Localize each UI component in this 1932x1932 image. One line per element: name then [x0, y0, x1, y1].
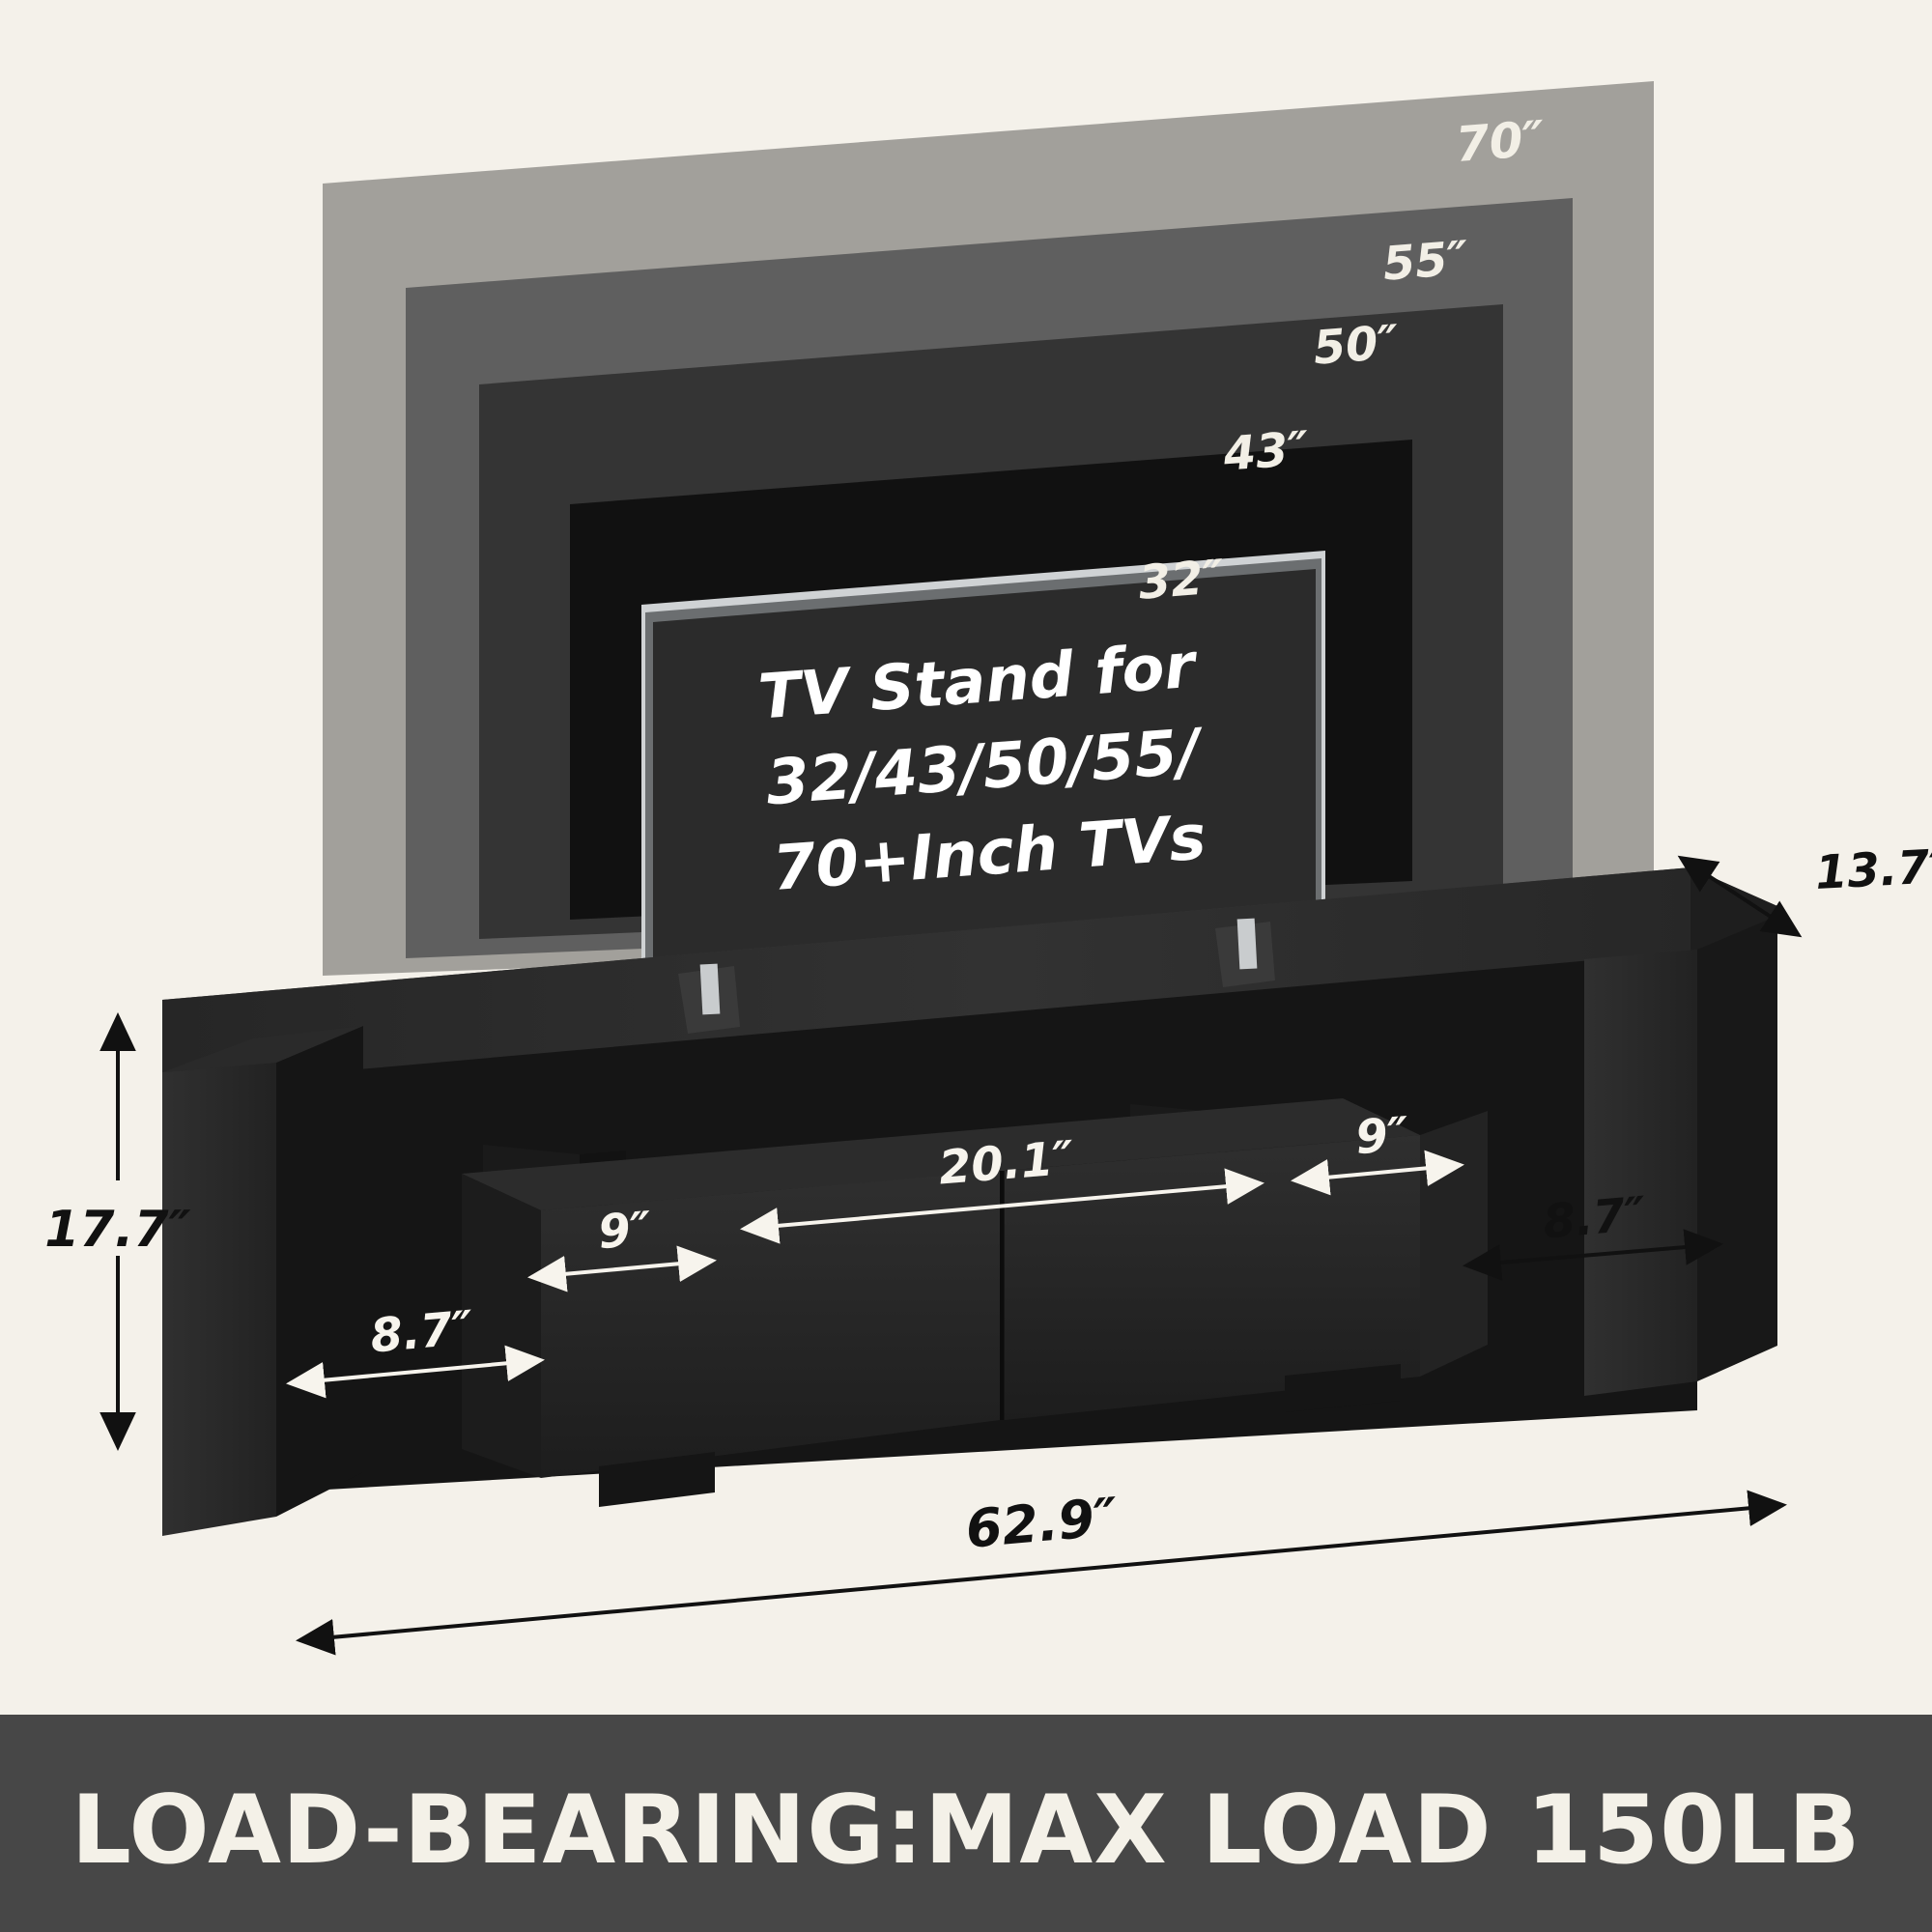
cabinet-right-side: [1420, 1111, 1488, 1377]
dimension-depth-label: 13.7″: [1814, 839, 1932, 900]
dimension-left-shelf-depth-label: 8.7″: [368, 1300, 476, 1363]
tv-overlay-32: 32″ TV Stand for 32/43/50/55/ 70+Inch TV…: [641, 550, 1325, 1009]
dimension-right-shelf-depth-label: 8.7″: [1541, 1186, 1649, 1249]
stand-left-leg-top: [162, 1026, 363, 1072]
stand-left-leg-front: [162, 1063, 276, 1536]
dimension-center-opening: 20.1″: [740, 1131, 1264, 1244]
dimension-overall-width: 62.9″: [296, 1486, 1787, 1656]
dimension-right-shelf-depth: 8.7″: [1463, 1186, 1723, 1281]
dimension-left-opening-label: 9″: [596, 1202, 654, 1260]
tv-size-label-32: 32″: [1137, 550, 1227, 611]
tv-size-label-70: 70″: [1454, 110, 1548, 173]
cabinet-top-surface: [462, 1098, 1420, 1210]
load-bearing-banner: LOAD-BEARING:MAX LOAD 150LB: [0, 1715, 1932, 1932]
dimension-right-opening: 9″: [1291, 1107, 1464, 1196]
cabinet-left-side: [462, 1174, 541, 1478]
stand-right-leg-front: [1584, 950, 1697, 1396]
dimension-center-opening-label: 20.1″: [937, 1131, 1076, 1196]
dimension-overall-width-label: 62.9″: [963, 1486, 1120, 1559]
tv-size-label-55: 55″: [1381, 231, 1471, 292]
stand-right-leg-side: [1697, 916, 1777, 1381]
tv-size-label-50: 50″: [1312, 315, 1402, 376]
cabinet-foot-right: [1285, 1364, 1401, 1412]
stand-left-leg-side: [276, 1026, 363, 1517]
tv-size-label-43: 43″: [1221, 421, 1312, 482]
banner-background: [0, 1715, 1932, 1932]
dimension-right-opening-label: 9″: [1353, 1107, 1411, 1165]
dimension-left-shelf-depth: 8.7″: [286, 1300, 545, 1399]
tv-foot-left-post: [699, 963, 721, 1015]
tv-foot-right-post: [1236, 918, 1258, 970]
dimension-height-label: 17.7″: [44, 1201, 191, 1259]
banner-text: LOAD-BEARING:MAX LOAD 150LB: [71, 1776, 1861, 1886]
stand-top-front: [162, 867, 1690, 1087]
dimension-depth: 13.7″: [1677, 839, 1932, 938]
dimension-height: 17.7″: [44, 1012, 191, 1451]
tv-size-overlay-group: 70″ 55″ 50″ 43″ 32″ TV Stand for: [323, 81, 1654, 1009]
dimension-left-opening: 9″: [527, 1202, 717, 1293]
